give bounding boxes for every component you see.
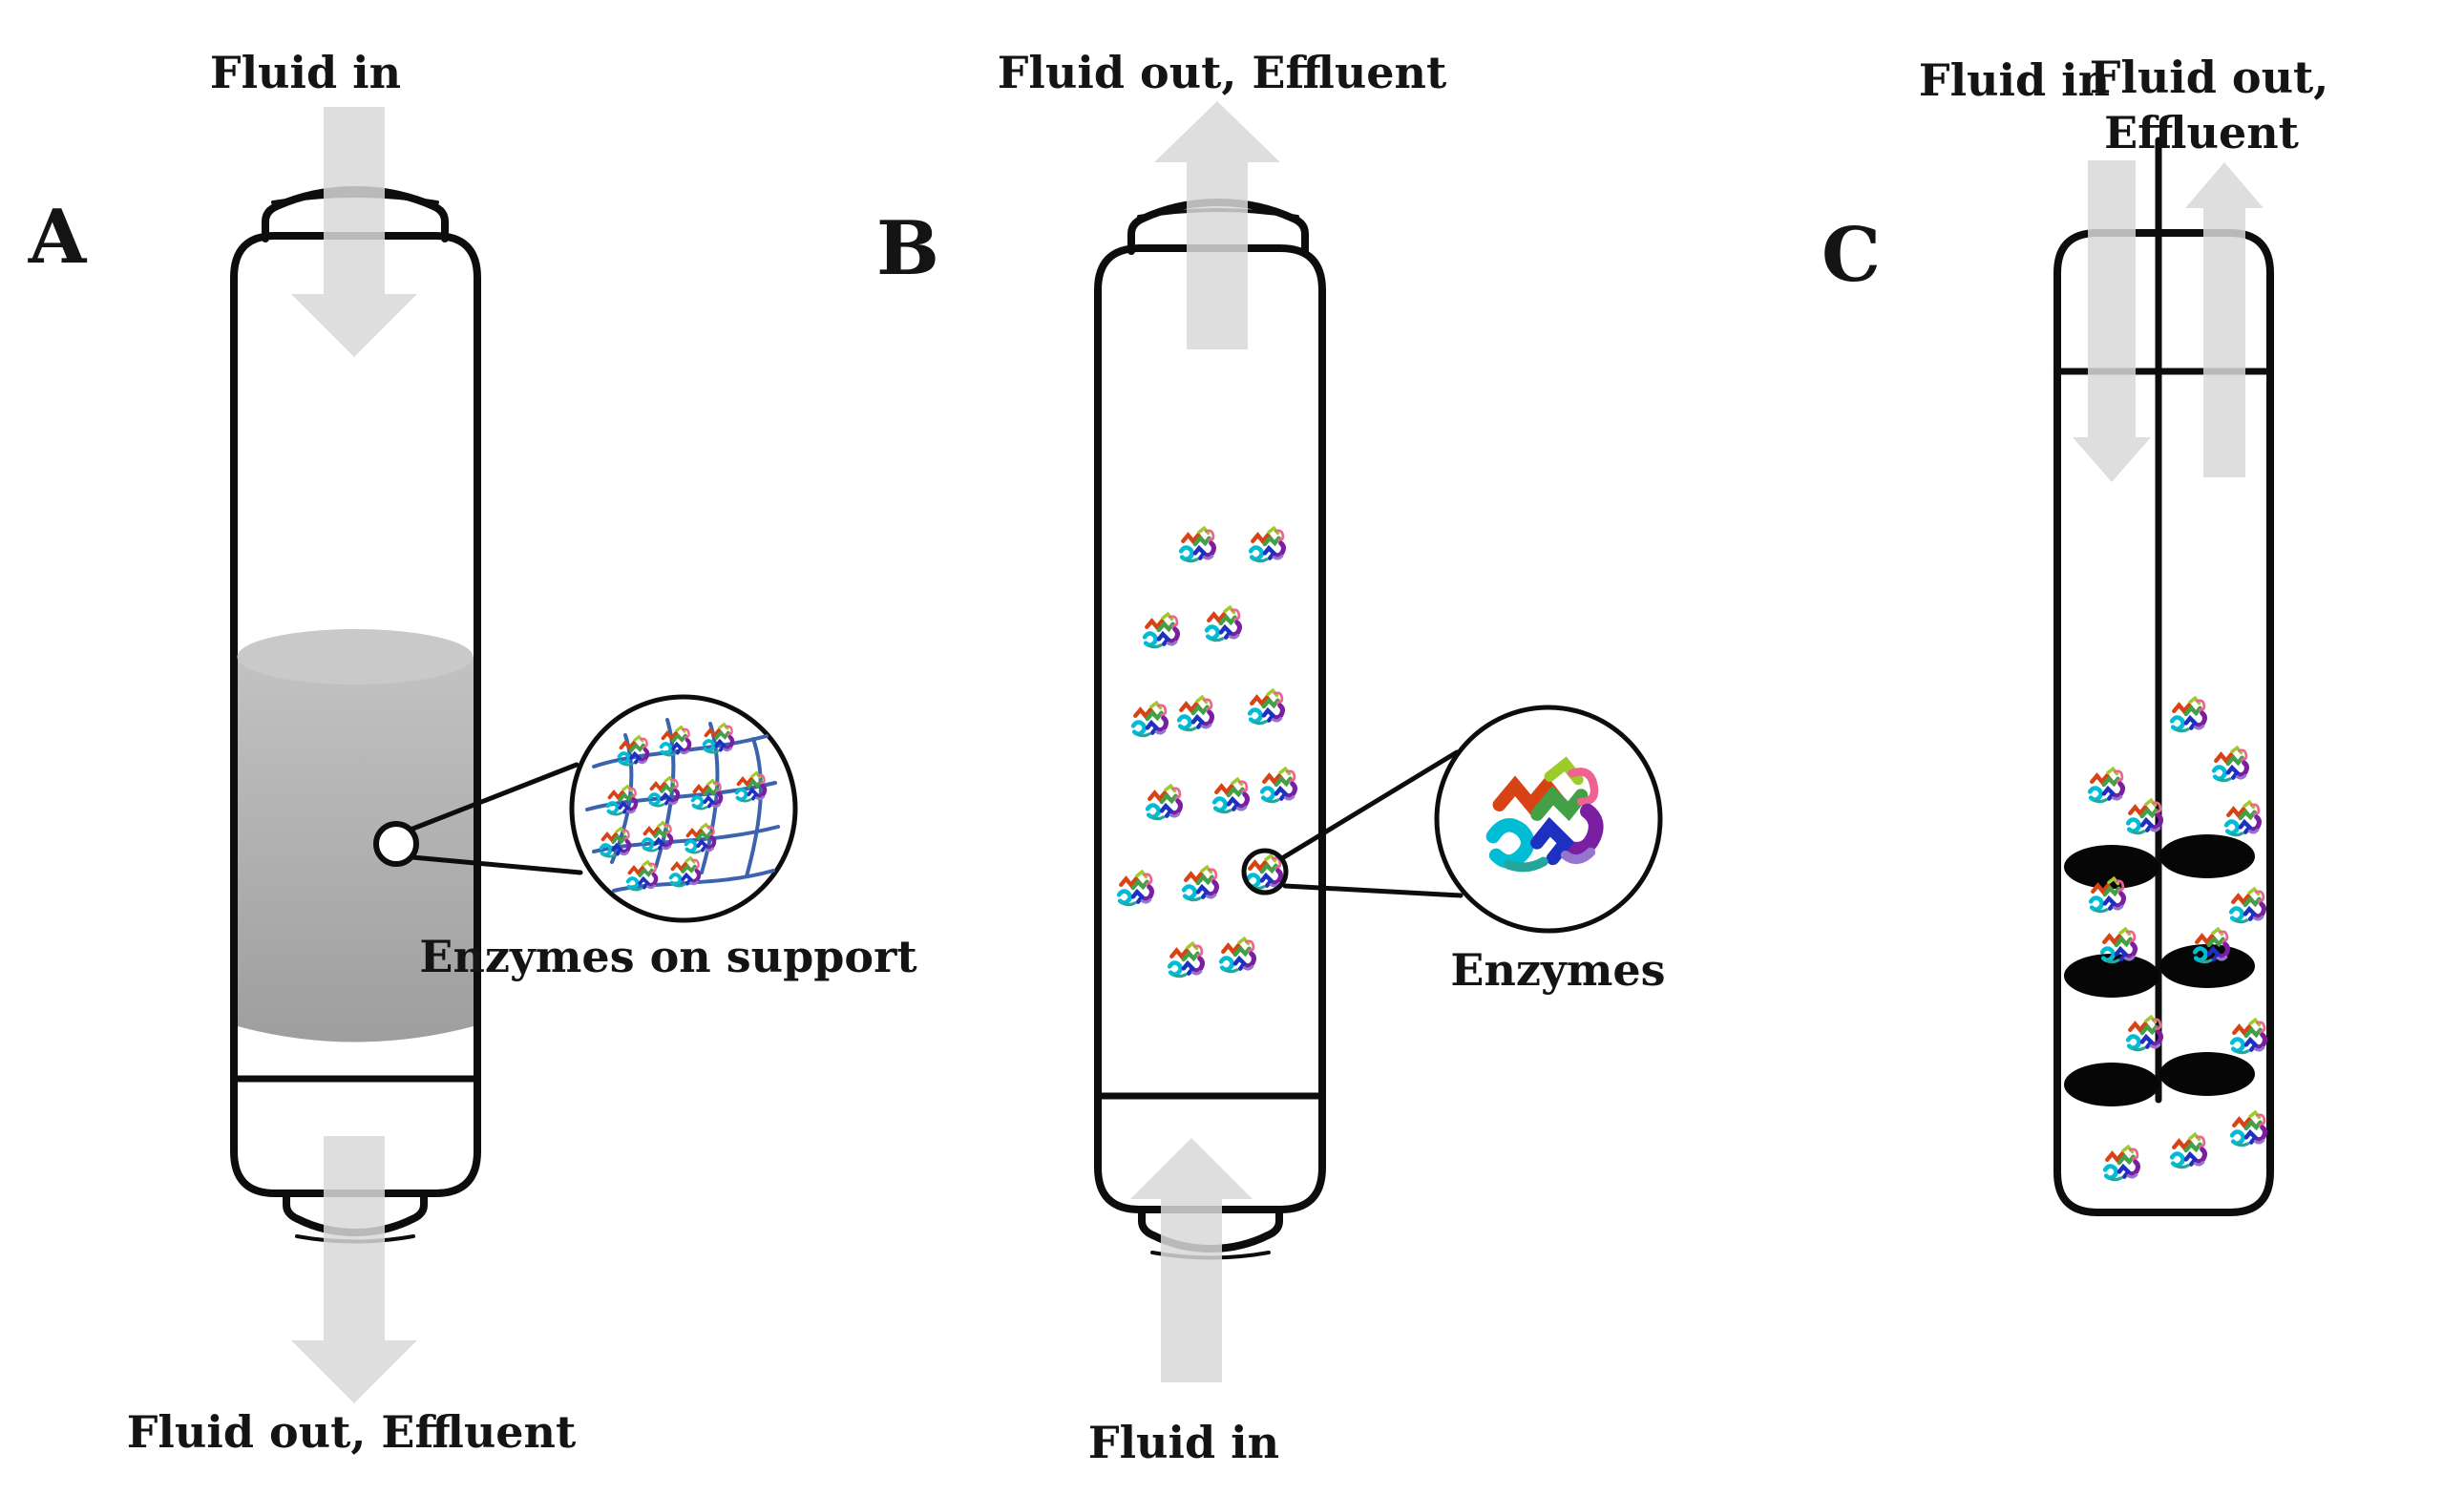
panel-b: B Fluid out, Effluent Enzymes Fluid in bbox=[876, 47, 1666, 1468]
enzyme-ribbon-icon bbox=[2172, 1134, 2204, 1167]
callout-line bbox=[408, 762, 579, 832]
enzyme-ribbon-icon bbox=[1148, 786, 1180, 818]
panel-c-outlet-label-line2: Effluent bbox=[2104, 107, 2300, 158]
panel-c-inlet-label: Fluid in bbox=[1919, 54, 2110, 106]
enzyme-ribbon-icon bbox=[1181, 528, 1213, 560]
fluid-in-arrow-a bbox=[291, 107, 417, 357]
enzyme-ribbon-icon bbox=[1179, 697, 1211, 729]
panel-c-outlet-label-line1: Fluid out, bbox=[2090, 52, 2329, 103]
enzyme-ribbon-icon bbox=[2231, 889, 2264, 921]
column-b-body bbox=[1094, 244, 1326, 1213]
packed-bed bbox=[237, 629, 474, 1042]
enzyme-ribbon-icon bbox=[1145, 614, 1177, 646]
enzyme-ribbon-icon bbox=[1184, 867, 1216, 899]
enzyme-ribbon-icon bbox=[1248, 855, 1280, 888]
panel-b-letter: B bbox=[876, 205, 939, 292]
panel-b-callout-label: Enzymes bbox=[1450, 944, 1665, 996]
enzyme-ribbon-icon bbox=[2232, 1112, 2264, 1145]
enzyme-ribbon-icon bbox=[2090, 769, 2122, 801]
enzyme-ribbon-icon bbox=[1214, 779, 1247, 811]
enzyme-ribbon-icon bbox=[1221, 938, 1253, 971]
impeller-blade bbox=[2064, 845, 2159, 889]
fluid-in-arrow-c bbox=[2073, 160, 2151, 482]
zoom-source-circle-a bbox=[373, 821, 419, 867]
enzyme-ribbon-icon bbox=[2232, 1020, 2264, 1052]
fluid-out-arrow-a bbox=[291, 1136, 417, 1403]
enzyme-ribbon-icon bbox=[1262, 769, 1295, 801]
tank-c-body bbox=[2053, 229, 2274, 1216]
enzyme-ribbon-icon bbox=[1133, 703, 1166, 735]
impeller bbox=[2064, 834, 2255, 1106]
fluid-in-arrow-b bbox=[1130, 1138, 1253, 1382]
impeller-blade bbox=[2064, 954, 2159, 998]
enzyme-ribbon-icon bbox=[2172, 698, 2204, 730]
impeller-blade bbox=[2064, 1063, 2159, 1106]
enzyme-ribbon-icon bbox=[2226, 802, 2259, 834]
impeller-blade bbox=[2159, 944, 2255, 988]
zoom-source-circle-b bbox=[1241, 848, 1289, 895]
callout-line bbox=[1279, 749, 1460, 861]
fluid-out-arrow-b bbox=[1154, 101, 1280, 349]
panel-b-outlet-label: Fluid out, Effluent bbox=[998, 47, 1447, 98]
enzyme-ribbon-icon bbox=[2214, 748, 2246, 780]
panel-c: C Fluid in Fluid out, Effluent bbox=[1822, 52, 2329, 1216]
fluid-out-arrow-c bbox=[2185, 162, 2264, 477]
callout-line bbox=[1282, 883, 1464, 898]
enzyme-ribbon-icon bbox=[1119, 872, 1151, 904]
packed-bed-body bbox=[238, 657, 474, 1042]
panel-a-letter: A bbox=[28, 194, 88, 281]
enzyme-ribbon-icon bbox=[1169, 943, 1202, 976]
impeller-blade bbox=[2159, 1052, 2255, 1096]
panel-a: A Fluid in Fluid out, Effluent Enzymes o… bbox=[28, 47, 918, 1458]
free-enzymes-cluster bbox=[1119, 528, 1295, 976]
panel-a-inlet-label: Fluid in bbox=[210, 47, 401, 98]
column-a-body bbox=[230, 232, 481, 1197]
panel-c-letter: C bbox=[1822, 212, 1881, 299]
stirred-enzymes-cluster bbox=[2090, 698, 2264, 1179]
panel-a-outlet-label: Fluid out, Effluent bbox=[127, 1406, 577, 1458]
enzyme-ribbon-icon bbox=[1207, 607, 1239, 640]
enzyme-ribbon-icon bbox=[1251, 528, 1283, 560]
callout-line bbox=[410, 854, 583, 875]
panel-a-callout-label: Enzymes on support bbox=[419, 931, 917, 982]
packed-bed-top bbox=[237, 629, 474, 684]
enzyme-ribbon-icon bbox=[1250, 690, 1282, 723]
panel-b-inlet-label: Fluid in bbox=[1088, 1417, 1279, 1468]
enzyme-ribbon-icon bbox=[2105, 1147, 2138, 1179]
impeller-blade bbox=[2159, 834, 2255, 878]
